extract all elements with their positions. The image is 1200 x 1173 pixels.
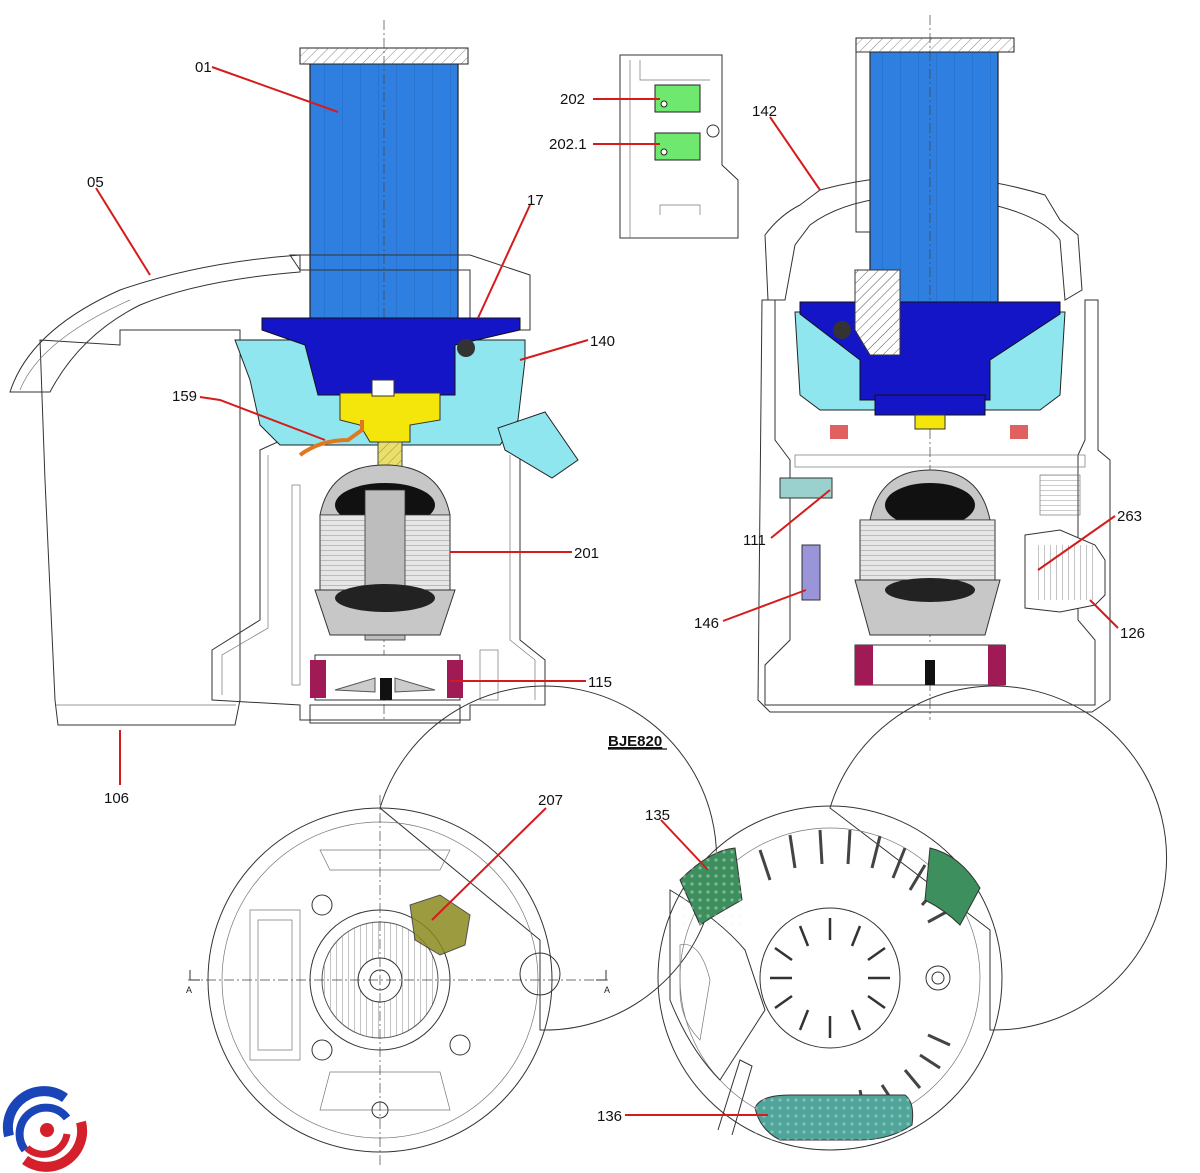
drain-hose: [298, 420, 364, 457]
juice-spout: [497, 411, 579, 479]
callout-106: 106: [104, 790, 129, 807]
micro-switch-lower: [654, 132, 701, 161]
control-board: [409, 894, 471, 956]
locking-arm: [764, 175, 1083, 301]
callout-111: 111: [743, 532, 766, 549]
callout-202-1: 202.1: [549, 136, 587, 153]
model-label: BJE820: [608, 733, 662, 750]
callout-136: 136: [597, 1108, 622, 1125]
switch-bracket: [779, 477, 833, 499]
callout-159: 159: [172, 388, 197, 405]
callout-135: 135: [645, 807, 670, 824]
foot-pad-right: [924, 847, 981, 926]
base-foot: [309, 704, 461, 724]
filter-basket: [261, 317, 521, 396]
callout-01: 01: [195, 59, 212, 76]
callout-201: 201: [574, 545, 599, 562]
micro-switch-upper: [654, 84, 701, 113]
callout-263: 263: [1117, 508, 1142, 525]
callout-146: 146: [694, 615, 719, 632]
section-mark-left: A: [186, 985, 192, 995]
callout-142: 142: [752, 103, 777, 120]
callout-126: 126: [1120, 625, 1145, 642]
inner-vent-ring: [770, 918, 890, 1038]
motor-base: [211, 439, 546, 721]
underside-view-left: A A: [186, 685, 718, 1165]
callout-207: 207: [538, 792, 563, 809]
front-section-view: [757, 15, 1111, 720]
callout-202: 202: [560, 91, 585, 108]
outer-vent-ring: [758, 829, 951, 1120]
callout-115: 115: [588, 674, 612, 691]
switch-detail-view: [619, 54, 739, 239]
part-callouts: 01 05 17 140 159 201 115 106 202 202.1 1…: [87, 59, 1145, 1125]
brand-logo: [2, 1086, 88, 1172]
pulp-container: [39, 329, 241, 726]
side-section-view: [9, 20, 579, 726]
drive-coupling: [339, 392, 441, 443]
callout-140: 140: [590, 333, 615, 350]
indicator-lamp: [801, 544, 821, 601]
callout-05: 05: [87, 174, 104, 191]
underside-view-right: [657, 685, 1168, 1151]
leader-lines: [95, 66, 1119, 1116]
callout-17: 17: [527, 192, 544, 209]
section-mark-right: A: [604, 985, 610, 995]
